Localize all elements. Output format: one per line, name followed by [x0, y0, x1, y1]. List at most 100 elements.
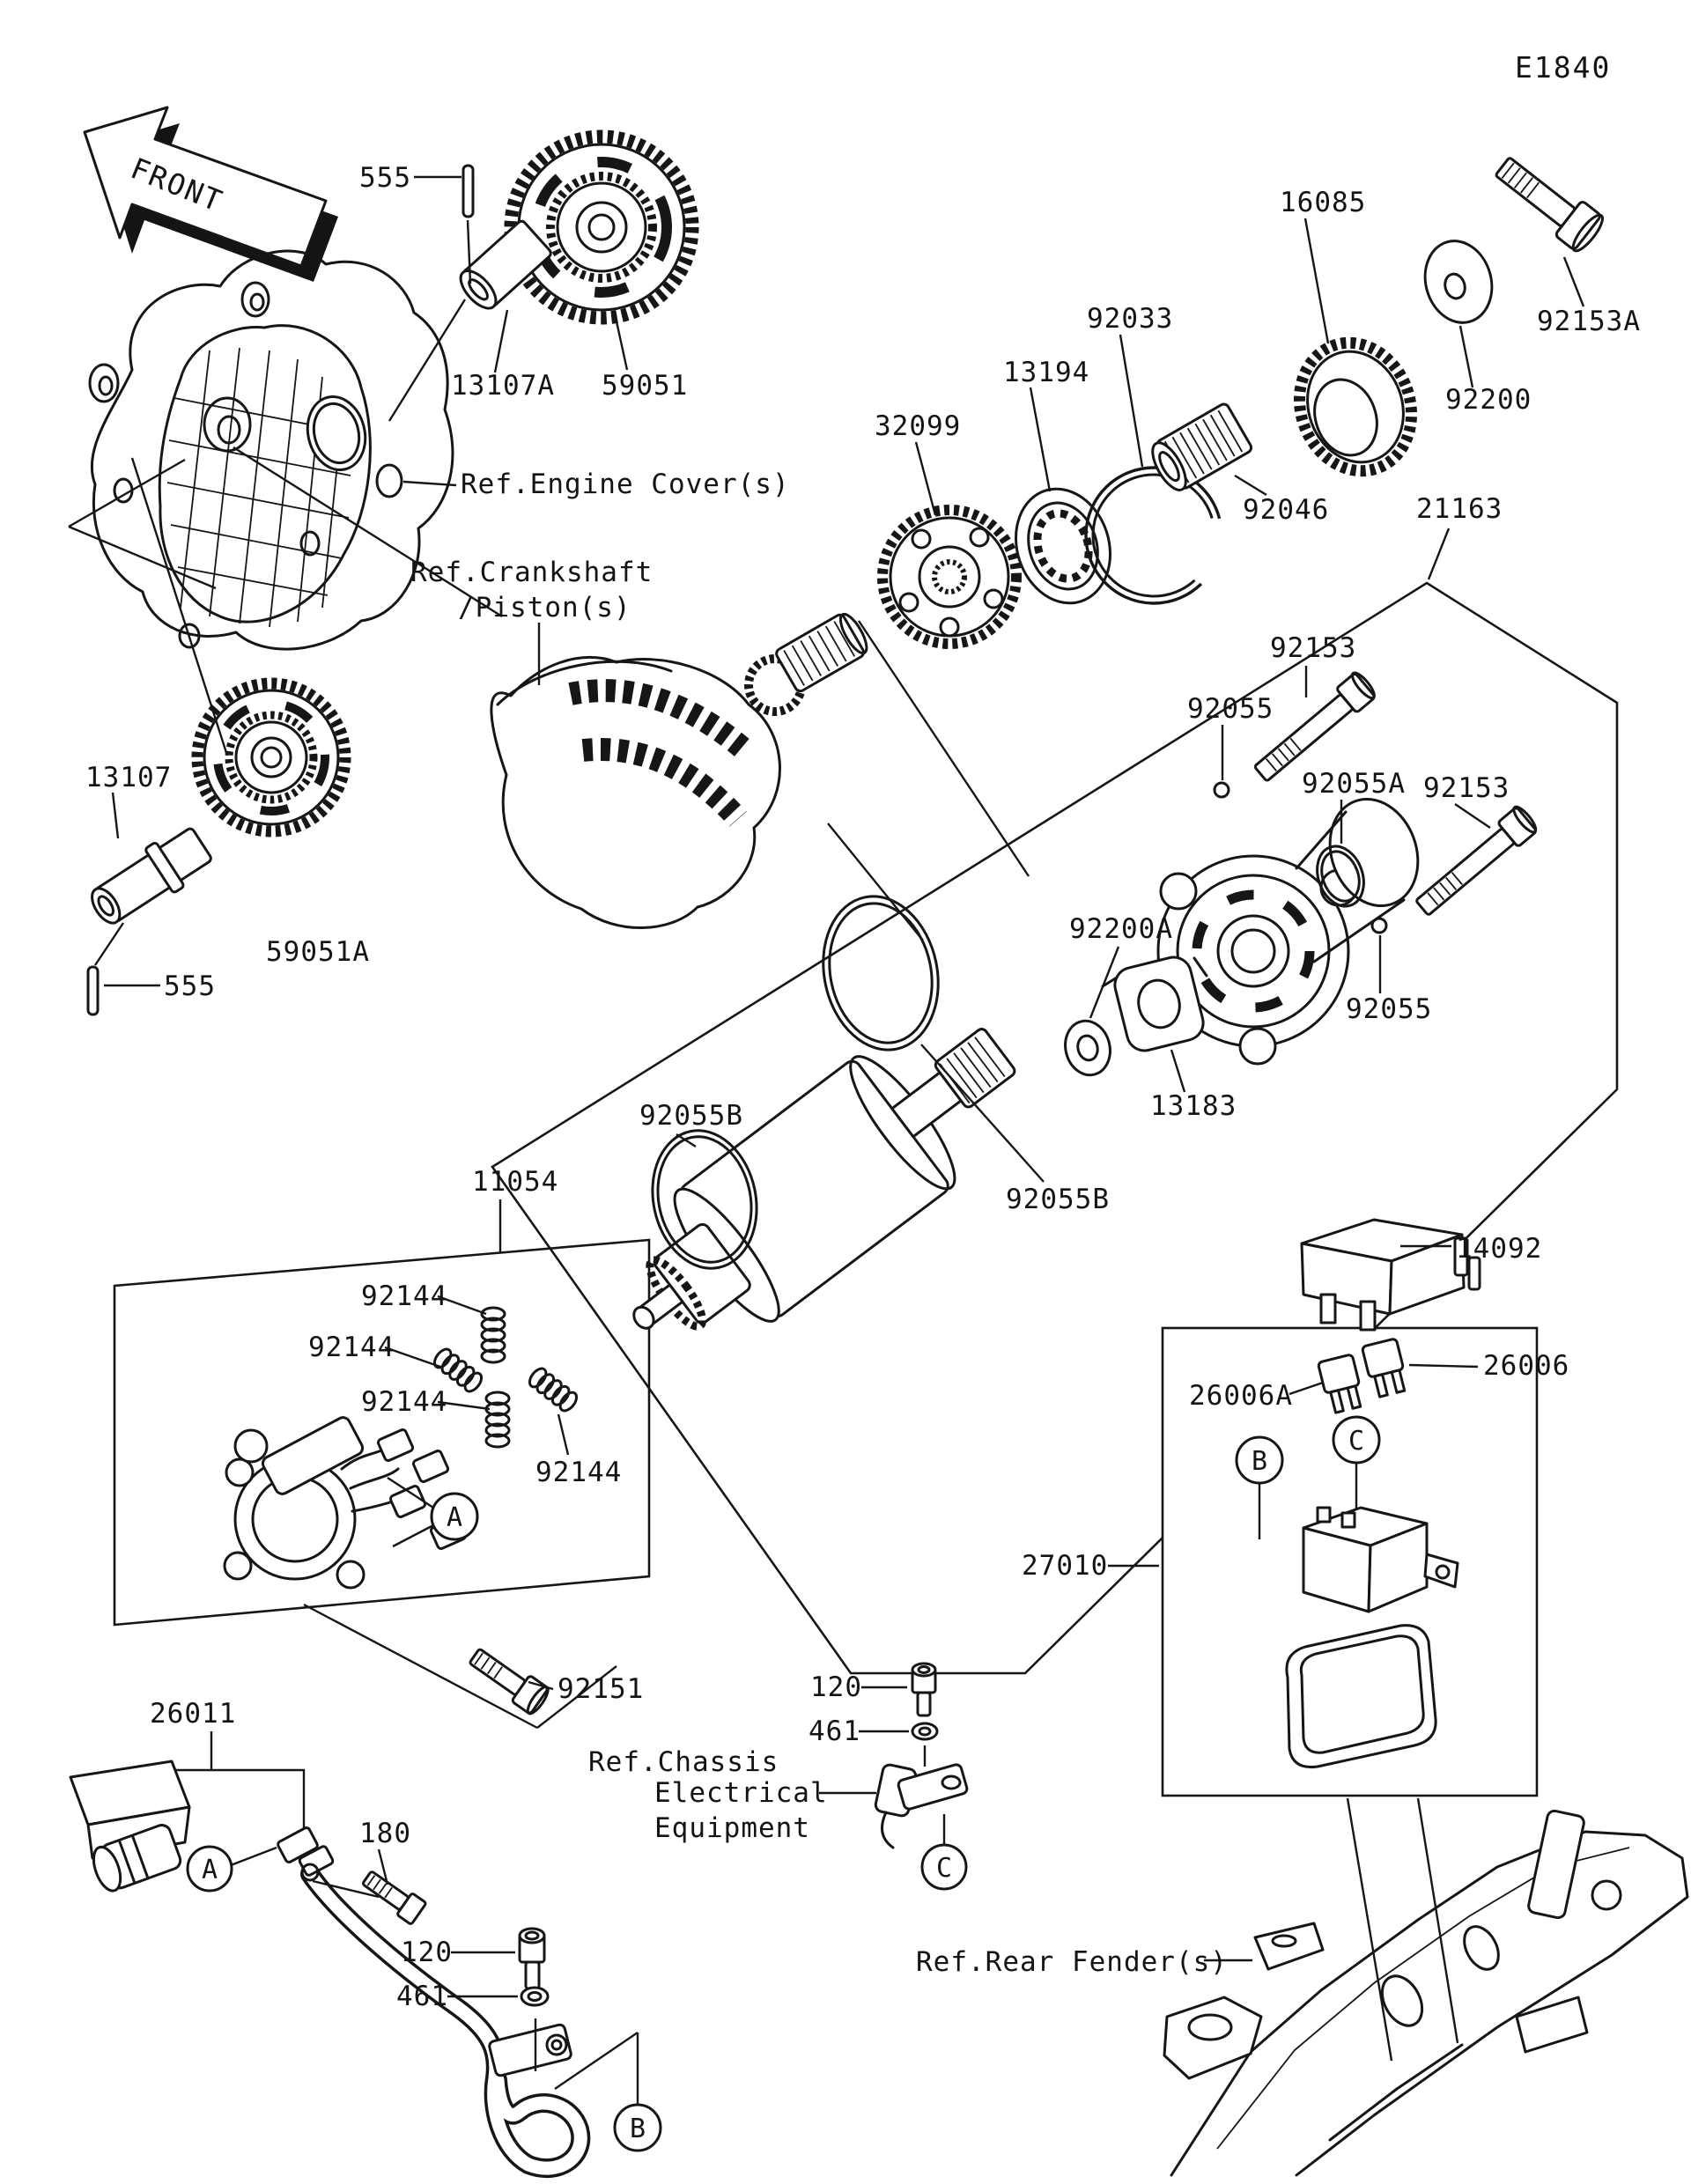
oring-92055-second: [1370, 917, 1388, 934]
starter-gear-16085: [1293, 336, 1418, 477]
washer-461-left: [520, 1986, 550, 2071]
armature-drawing: [632, 1028, 1016, 1331]
part-label-32099: 32099: [875, 410, 961, 442]
part-label-92046: 92046: [1243, 494, 1329, 526]
part-label-92055a: 92055A: [1302, 768, 1406, 800]
crankshaft-drawing: [490, 612, 868, 929]
battery-cable-26011: [69, 1731, 591, 2179]
screw-180: [362, 1870, 427, 1925]
bolt-92151: [469, 1648, 550, 1715]
part-label-13183: 13183: [1150, 1090, 1237, 1122]
part-label-92153-1: 92153: [1270, 632, 1356, 664]
part-label-180: 180: [359, 1818, 411, 1849]
part-label-120-left: 120: [401, 1937, 453, 1968]
starter-end-bracket: [1156, 854, 1358, 1066]
part-label-16085: 16085: [1280, 187, 1366, 218]
svg-text:A: A: [202, 1855, 218, 1885]
pin-555-left: [86, 965, 100, 1016]
ref-crankshaft-line1: Ref.Crankshaft: [410, 557, 653, 588]
brush-holder-assembly: [223, 1416, 468, 1590]
assembly-box-11054: [113, 1238, 651, 1627]
part-label-92153a: 92153A: [1537, 306, 1641, 337]
part-label-11054: 11054: [472, 1166, 558, 1198]
assembly-box-21163: [491, 581, 1619, 1675]
callout-a-brush: A: [430, 1492, 479, 1541]
part-label-461-right: 461: [809, 1715, 860, 1747]
fuse-26006: [1361, 1338, 1407, 1398]
part-label-92055-2: 92055: [1346, 993, 1432, 1025]
part-label-27010: 27010: [1022, 1550, 1108, 1582]
ref-chassis-line3: Equipment: [654, 1812, 810, 1844]
callout-circles: A B C A B C: [186, 1415, 1381, 2152]
washer-461-right: [911, 1722, 939, 1741]
ref-chassis-line2: Electrical: [654, 1777, 828, 1809]
washer-92200: [1423, 240, 1494, 324]
diagram-code: E1840: [1515, 50, 1611, 85]
part-label-59051a: 59051A: [266, 936, 370, 968]
part-label-21163: 21163: [1416, 493, 1503, 525]
part-label-120-right: 120: [810, 1671, 862, 1703]
part-label-59051: 59051: [602, 370, 688, 402]
idle-gear-59051a: [191, 677, 351, 837]
gear-32099: [877, 505, 1022, 649]
part-label-92200a: 92200A: [1069, 913, 1173, 945]
part-label-92144-1: 92144: [361, 1280, 447, 1312]
part-label-92144-3: 92144: [361, 1386, 447, 1418]
tab-washer-92200a: [1064, 1019, 1111, 1077]
ref-crankshaft-line2: /Piston(s): [458, 592, 631, 623]
leader-lines: [104, 175, 1585, 2105]
relay-boot: [1285, 1624, 1437, 1769]
part-label-26006a: 26006A: [1189, 1380, 1293, 1412]
part-label-92144-2: 92144: [308, 1332, 395, 1363]
oring-92055a: [1316, 845, 1365, 908]
part-label-92151: 92151: [558, 1673, 644, 1705]
spring-4: [528, 1367, 579, 1413]
part-label-13107a: 13107A: [451, 370, 555, 402]
engine-cover-bolt-holes: [88, 281, 403, 649]
bolt-92153-first: [1253, 671, 1376, 782]
part-label-92200: 92200: [1445, 384, 1532, 416]
fuse-26006a: [1317, 1354, 1362, 1414]
rear-fender-drawing: [1163, 1809, 1689, 2177]
starter-relay-27010: [1302, 1506, 1459, 1613]
front-arrow: FRONT: [83, 106, 338, 282]
shaft-13107: [91, 827, 212, 925]
part-label-555-left: 555: [164, 970, 216, 1002]
starter-yoke: [1295, 797, 1420, 963]
part-label-92033: 92033: [1087, 303, 1173, 335]
svg-text:B: B: [630, 2114, 646, 2144]
callout-b-cable: B: [613, 2103, 662, 2152]
needle-bearing-92046: [1151, 402, 1253, 491]
ref-engine-cover: Ref.Engine Cover(s): [461, 469, 790, 500]
spring-2: [432, 1347, 484, 1393]
part-label-14092: 14092: [1456, 1233, 1542, 1265]
bolt-120-left: [518, 1927, 546, 1990]
callout-a-cable: A: [186, 1845, 233, 1893]
svg-text:C: C: [936, 1853, 952, 1884]
spring-3: [484, 1391, 511, 1449]
svg-text:A: A: [447, 1502, 462, 1533]
svg-text:C: C: [1348, 1426, 1364, 1457]
part-label-26006: 26006: [1483, 1350, 1569, 1382]
bolt-120-right: [911, 1662, 937, 1717]
oring-92055b-right: [822, 895, 940, 1051]
bolt-92153-second: [1415, 805, 1538, 916]
bolt-92153a: [1495, 157, 1604, 253]
part-label-461-left: 461: [396, 1981, 448, 2012]
lock-plate-13183: [1101, 956, 1208, 1052]
pin-555-top: [462, 164, 475, 284]
part-label-92055-1: 92055: [1187, 693, 1274, 725]
part-label-92144-4: 92144: [535, 1457, 622, 1488]
spring-1: [480, 1306, 506, 1364]
part-label-92055b-1: 92055B: [639, 1100, 743, 1132]
part-label-26011: 26011: [150, 1698, 236, 1730]
ref-rear-fender: Ref.Rear Fender(s): [916, 1946, 1228, 1978]
part-label-555-top: 555: [359, 162, 411, 194]
fuse-cover-14092: [1300, 1218, 1481, 1332]
engine-cover-drawing: [88, 249, 454, 651]
part-label-92055b-2: 92055B: [1006, 1184, 1110, 1215]
callout-c-fusebox: C: [1332, 1415, 1381, 1465]
svg-text:B: B: [1252, 1446, 1267, 1477]
